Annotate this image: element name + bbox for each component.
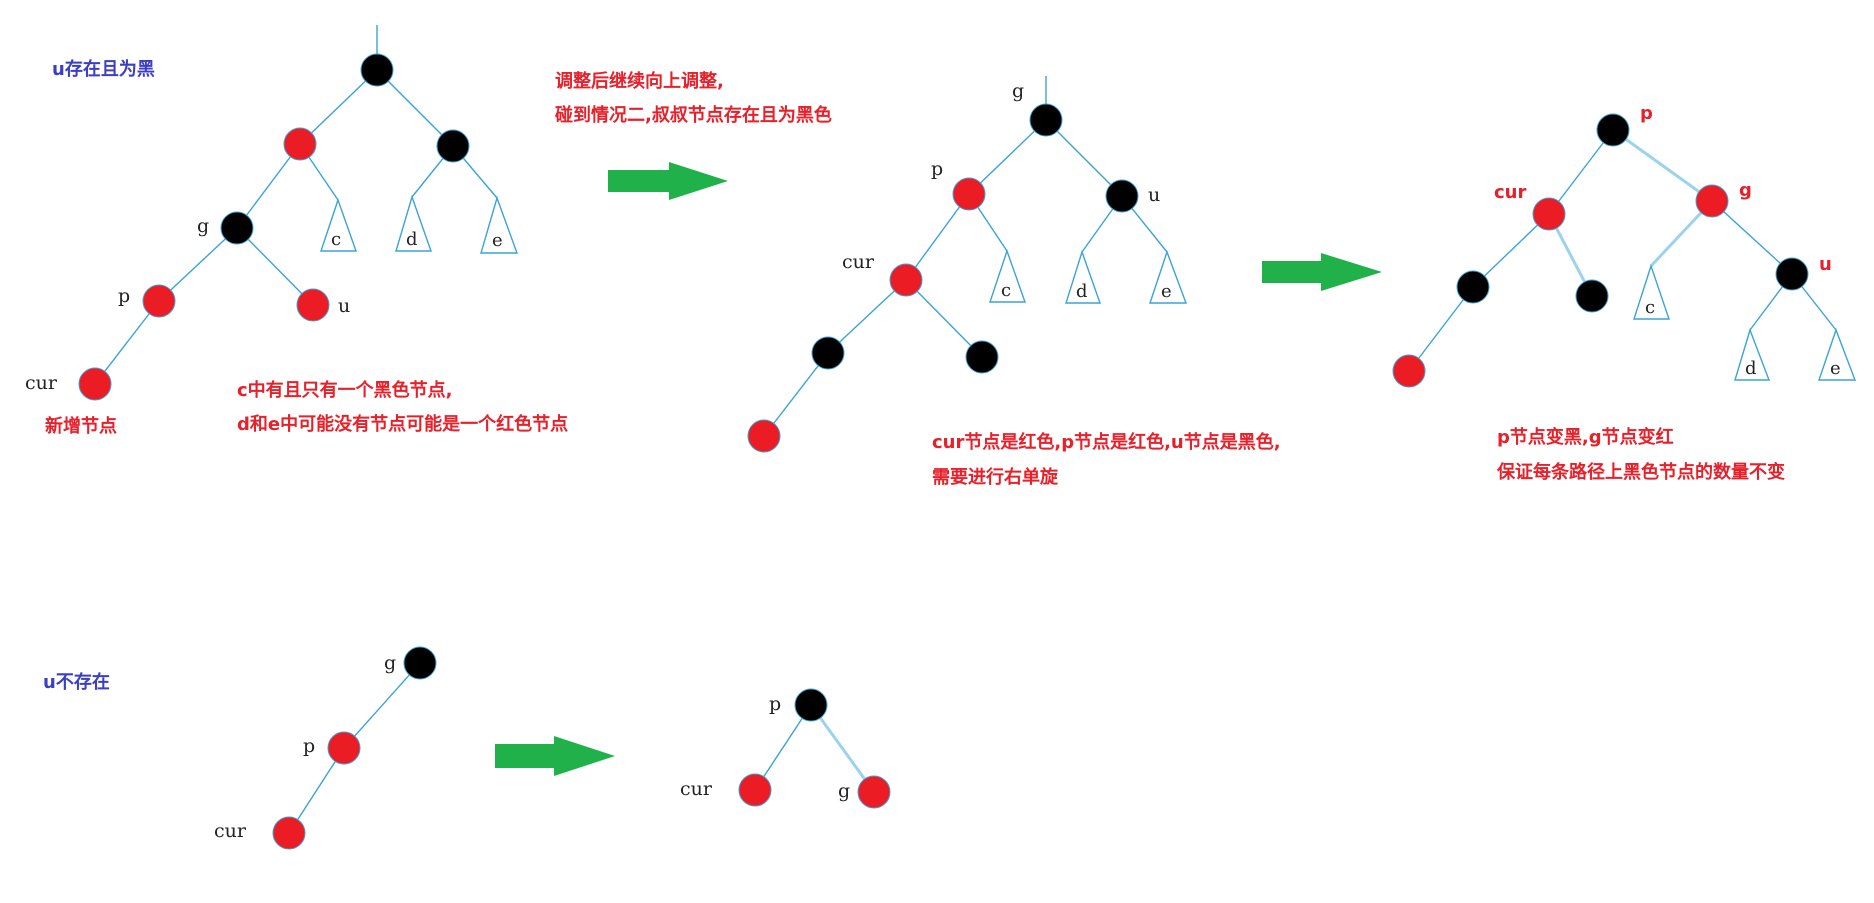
tree-3: c d e p cur g u — [1392, 103, 1857, 388]
subtree-d-triangle — [395, 194, 432, 252]
note-black-height: 保证每条路径上黑色节点的数量不变 — [1496, 461, 1785, 483]
label-u: u — [1148, 184, 1160, 206]
node-u — [1775, 257, 1809, 291]
label-g: g — [1739, 180, 1752, 201]
subtree-e-label: e — [492, 230, 503, 251]
note-right-rotate: 需要进行右单旋 — [932, 466, 1059, 488]
node-cur — [738, 773, 772, 807]
label-p: p — [303, 735, 315, 757]
label-cur: cur — [25, 372, 58, 394]
node-black — [1575, 279, 1609, 313]
label-u: u — [1819, 254, 1832, 275]
label-g: g — [197, 215, 209, 237]
arrow-right-2 — [1262, 253, 1382, 291]
subtree-d-triangle — [1734, 327, 1771, 381]
node-black — [965, 340, 999, 374]
label-p: p — [769, 693, 781, 715]
case-2-title: u不存在 — [43, 671, 110, 693]
node-root-black — [360, 53, 394, 87]
node-p — [794, 688, 828, 722]
label-g: g — [838, 780, 850, 802]
node-red — [1392, 354, 1426, 388]
node-black — [436, 129, 470, 163]
tree-2: c d e g p u cur — [747, 76, 1188, 453]
subtree-e-triangle — [1818, 327, 1857, 381]
label-cur: cur — [1494, 182, 1526, 203]
label-cur: cur — [680, 778, 713, 800]
tree-5: p cur g — [680, 688, 891, 809]
subtree-e-label: e — [1830, 358, 1841, 379]
subtree-c-triangle — [989, 248, 1026, 303]
node-u — [296, 288, 330, 322]
node-cur — [272, 816, 306, 850]
tree-1: c d e g p u cur — [25, 25, 518, 401]
node-g — [403, 646, 437, 680]
subtree-d-triangle — [1065, 249, 1101, 304]
node-red — [283, 127, 317, 161]
subtree-e-triangle — [1149, 249, 1188, 304]
node-g — [220, 211, 254, 245]
subtree-e-label: e — [1161, 281, 1172, 302]
subtree-c-label: c — [1001, 280, 1011, 301]
arrow-right-3 — [495, 736, 615, 776]
label-cur: cur — [214, 820, 247, 842]
note-recolor: p节点变黑,g节点变红 — [1497, 426, 1674, 448]
new-node-label: 新增节点 — [45, 415, 117, 437]
subtree-c-triangle — [1633, 263, 1670, 320]
node-p — [327, 731, 361, 765]
node-p — [142, 284, 176, 318]
tree-4: g p cur — [214, 646, 437, 850]
node-p — [952, 177, 986, 211]
subtree-d-label: d — [1076, 281, 1088, 302]
note-de-subtree: d和e中可能没有节点可能是一个红色节点 — [237, 413, 568, 435]
label-g: g — [1012, 80, 1024, 102]
node-cur — [889, 263, 923, 297]
note-colors: cur节点是红色,p节点是红色,u节点是黑色, — [932, 431, 1281, 453]
node-g — [1029, 103, 1063, 137]
node-g — [1695, 184, 1729, 218]
note-continue-adjust: 调整后继续向上调整, — [555, 70, 724, 92]
node-black — [1456, 270, 1490, 304]
label-g: g — [384, 652, 396, 674]
case-1-title: u存在且为黑 — [52, 58, 155, 80]
label-p: p — [118, 285, 130, 307]
node-p — [1596, 113, 1630, 147]
subtree-c-label: c — [1645, 297, 1655, 318]
label-p: p — [1640, 103, 1653, 124]
label-cur: cur — [842, 251, 875, 273]
node-black — [811, 336, 845, 370]
note-case-two: 碰到情况二,叔叔节点存在且为黑色 — [555, 104, 832, 126]
subtree-d-label: d — [406, 229, 418, 250]
label-p: p — [931, 158, 943, 180]
node-cur — [1532, 197, 1566, 231]
subtree-e-triangle — [480, 195, 518, 254]
label-u: u — [338, 295, 350, 317]
arrow-right-1 — [608, 162, 728, 200]
subtree-c-label: c — [331, 229, 341, 250]
note-c-subtree: c中有且只有一个黑色节点, — [237, 379, 453, 401]
node-g — [857, 775, 891, 809]
subtree-d-label: d — [1745, 358, 1757, 379]
node-cur — [78, 367, 112, 401]
node-red — [747, 419, 781, 453]
node-u — [1105, 179, 1139, 213]
subtree-c-triangle — [320, 197, 357, 252]
